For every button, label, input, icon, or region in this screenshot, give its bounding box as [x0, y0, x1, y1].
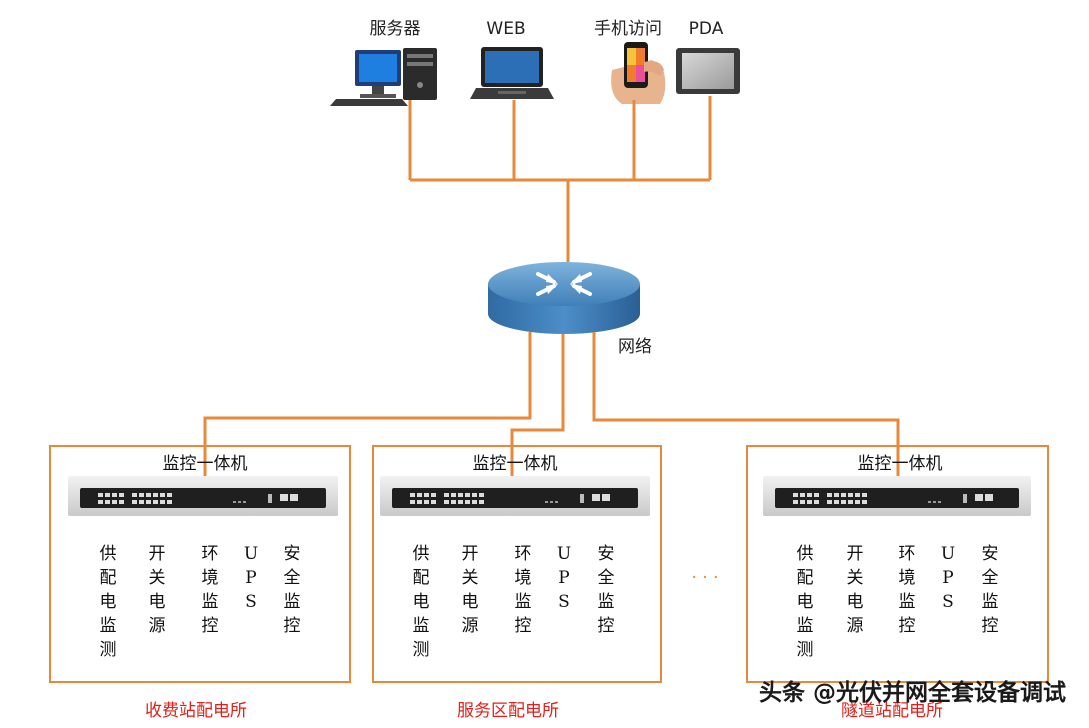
station-2-col-3-char: S	[942, 592, 954, 612]
station-2-col-3-char: U	[941, 544, 955, 564]
station-1-col-3-char: U	[557, 544, 571, 564]
server-label: 服务器	[370, 19, 421, 39]
station-0-col-0-char: 配	[100, 568, 117, 588]
station-2-col-1-char: 源	[847, 616, 864, 636]
station-1-col-3-char: P	[558, 568, 569, 588]
station-0-col-1-char: 开	[149, 544, 166, 564]
station-0-col-4-char: 安	[284, 544, 301, 564]
station-0-col-0-char: 监	[100, 616, 117, 636]
station-name: 服务区配电所	[457, 701, 559, 721]
station-2-col-4-char: 全	[982, 568, 999, 588]
station-1-col-1-char: 开	[462, 544, 479, 564]
pda-label: PDA	[689, 19, 724, 39]
station-0-col-2-char: 境	[202, 568, 219, 588]
station-2-col-2-char: 控	[899, 616, 916, 636]
station-2-col-2-char: 监	[899, 592, 916, 612]
station-0-col-4-char: 全	[284, 568, 301, 588]
station-1-col-1-char: 源	[462, 616, 479, 636]
station-2-col-2-char: 境	[899, 568, 916, 588]
station-2-col-2-char: 环	[899, 544, 916, 564]
station-0-col-1-char: 电	[149, 592, 166, 612]
network-label: 网络	[618, 337, 652, 357]
station-name: 收费站配电所	[145, 701, 247, 721]
station-1-col-1-char: 关	[462, 568, 479, 588]
station-1-col-4-char: 全	[598, 568, 615, 588]
station-box	[746, 445, 1049, 683]
station-box	[49, 445, 351, 683]
station-2-col-1-char: 电	[847, 592, 864, 612]
station-2-col-0-char: 配	[797, 568, 814, 588]
monitoring-unit-label: 监控一体机	[163, 454, 248, 474]
station-0-col-4-char: 控	[284, 616, 301, 636]
station-1-col-0-char: 配	[413, 568, 430, 588]
station-0-col-0-char: 电	[100, 592, 117, 612]
station-0-col-2-char: 环	[202, 544, 219, 564]
station-2-col-0-char: 供	[797, 544, 814, 564]
monitoring-unit-label: 监控一体机	[473, 454, 558, 474]
smartphone-in-hand-icon	[611, 42, 666, 104]
station-1-col-2-char: 环	[515, 544, 532, 564]
station-1-col-0-char: 供	[413, 544, 430, 564]
station-1-col-1-char: 电	[462, 592, 479, 612]
station-1-col-2-char: 监	[515, 592, 532, 612]
bottom-wiring	[203, 332, 900, 478]
station-2-col-4-char: 控	[982, 616, 999, 636]
rack-device-icon	[68, 476, 338, 516]
station-1-col-4-char: 控	[598, 616, 615, 636]
station-1-col-4-char: 安	[598, 544, 615, 564]
station-2-col-0-char: 电	[797, 592, 814, 612]
station-1-col-0-char: 测	[413, 640, 430, 660]
rack-device-icon	[380, 476, 650, 516]
station-2-col-3-char: P	[942, 568, 953, 588]
station-0-col-2-char: 控	[202, 616, 219, 636]
station-2-col-0-char: 测	[797, 640, 814, 660]
station-0-col-3-char: U	[244, 544, 258, 564]
station-0-col-0-char: 供	[100, 544, 117, 564]
mobile-access-label: 手机访问	[594, 19, 662, 39]
station-1-col-3-char: S	[558, 592, 570, 612]
pda-tablet-icon	[676, 48, 740, 94]
station-1-col-2-char: 境	[515, 568, 532, 588]
top-wiring	[408, 96, 712, 262]
station-0-col-4-char: 监	[284, 592, 301, 612]
web-label: WEB	[486, 19, 525, 39]
station-2-col-0-char: 监	[797, 616, 814, 636]
station-box	[372, 445, 662, 683]
station-1-col-2-char: 控	[515, 616, 532, 636]
laptop-icon	[470, 47, 554, 99]
station-2-col-4-char: 监	[982, 592, 999, 612]
desktop-computer-icon	[330, 48, 437, 106]
rack-device-icon	[763, 476, 1031, 516]
station-2-col-1-char: 关	[847, 568, 864, 588]
station-2-col-4-char: 安	[982, 544, 999, 564]
station-0-col-0-char: 测	[100, 640, 117, 660]
router-icon	[488, 262, 640, 334]
station-0-col-1-char: 关	[149, 568, 166, 588]
station-0-col-3-char: P	[245, 568, 256, 588]
station-1-col-4-char: 监	[598, 592, 615, 612]
station-1-col-0-char: 监	[413, 616, 430, 636]
more-stations-ellipsis: · · ·	[691, 568, 718, 588]
station-2-col-1-char: 开	[847, 544, 864, 564]
station-0-col-1-char: 源	[149, 616, 166, 636]
station-name: 隧道站配电所	[841, 701, 943, 721]
station-1-col-0-char: 电	[413, 592, 430, 612]
monitoring-unit-label: 监控一体机	[858, 454, 943, 474]
watermark: 头条 @光伏并网全套设备调试	[759, 679, 1066, 706]
station-0-col-2-char: 监	[202, 592, 219, 612]
station-0-col-3-char: S	[245, 592, 257, 612]
